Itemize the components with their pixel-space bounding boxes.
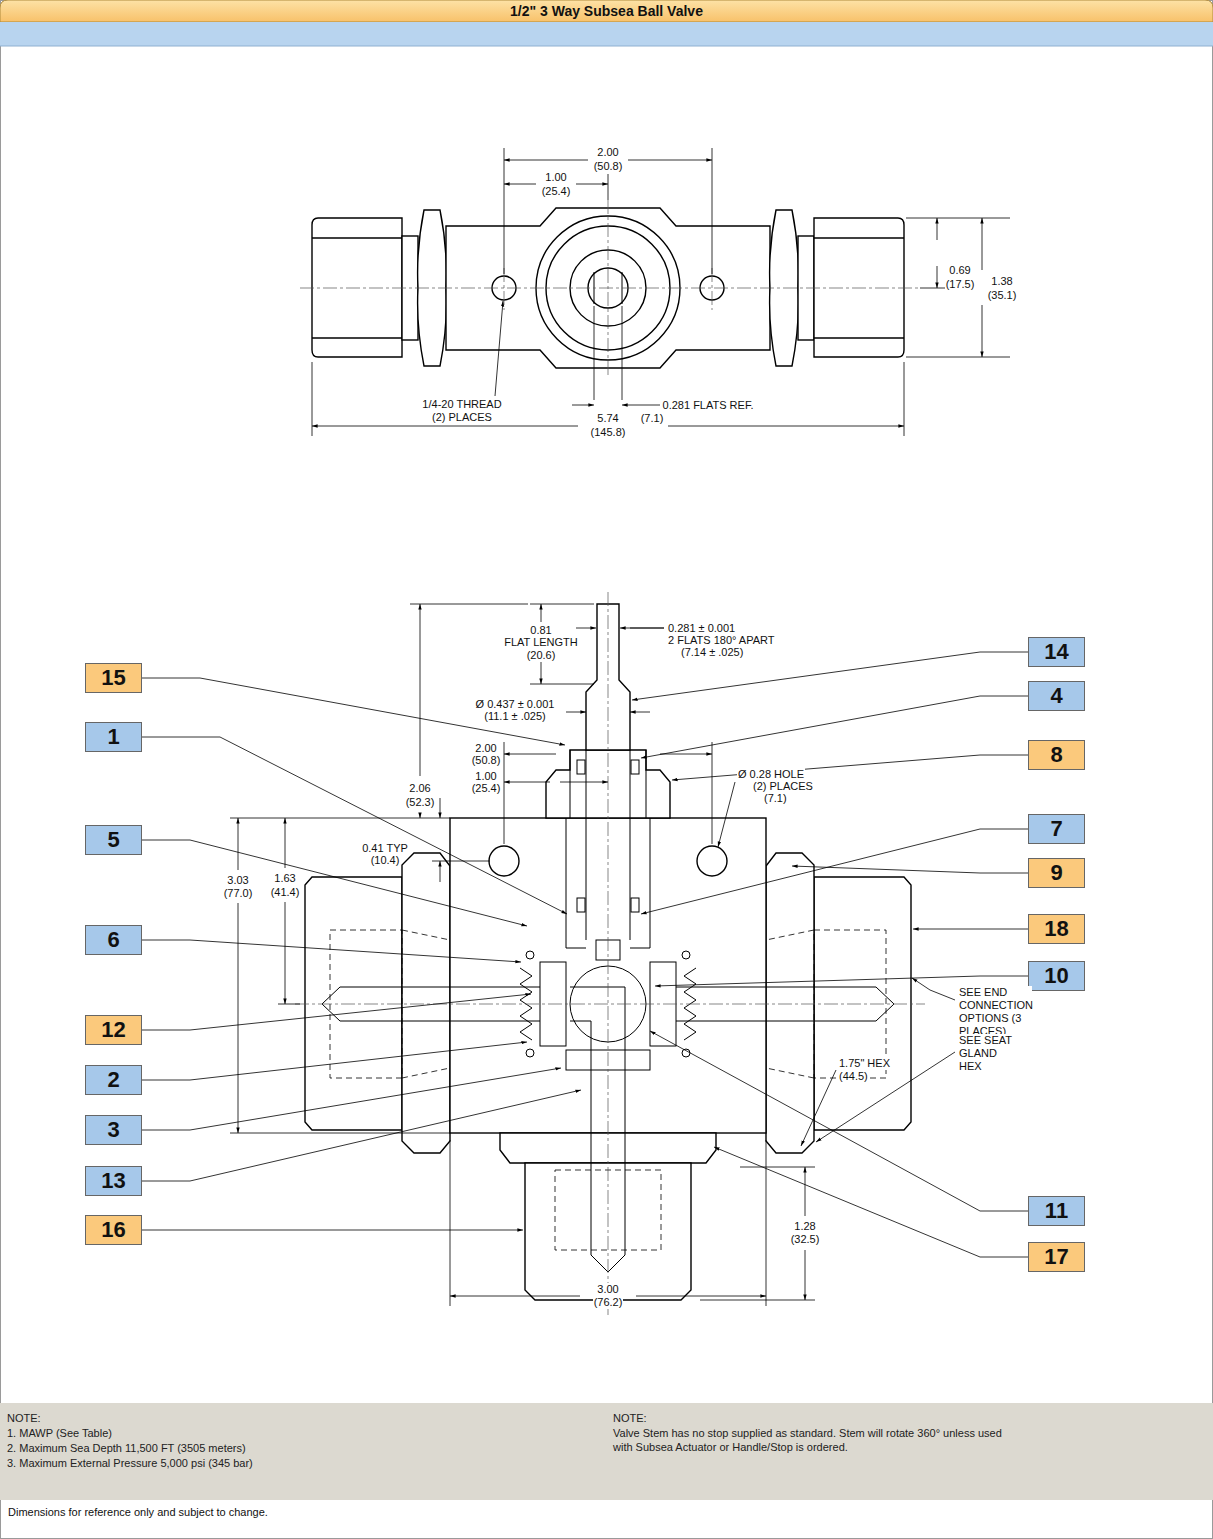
dimension-label: (7.1): [763, 792, 788, 805]
callout-number: 1: [85, 722, 142, 752]
callout-number-text: 18: [1044, 916, 1068, 942]
note-text: Dimensions for reference only and subjec…: [7, 1506, 269, 1519]
dimension-label: (7.14 ± .025): [680, 646, 744, 659]
callout-number-text: 2: [107, 1067, 119, 1093]
dimension-label: 1.75" HEX: [838, 1057, 891, 1070]
dimension-label: 1.63: [273, 872, 296, 885]
callout-number-text: 5: [107, 827, 119, 853]
note-text: Valve Stem has no stop supplied as stand…: [613, 1426, 1003, 1454]
callout-number: 17: [1028, 1242, 1085, 1272]
callout-number-text: 3: [107, 1117, 119, 1143]
dimension-label: (32.5): [790, 1233, 821, 1246]
note-text: 1. MAWP (See Table): [7, 1426, 112, 1440]
dimension-label: 1.00: [544, 171, 567, 184]
callout-number: 3: [85, 1115, 142, 1145]
callout-number-text: 14: [1044, 639, 1068, 665]
callout-number: 8: [1028, 740, 1085, 770]
callout-number-text: 7: [1050, 816, 1062, 842]
callout-number: 10: [1028, 961, 1085, 991]
callout-number: 15: [85, 663, 142, 693]
callout-number-text: 4: [1050, 683, 1062, 709]
dimension-label: 1.38: [990, 275, 1013, 288]
dimension-label: 2.00: [596, 146, 619, 159]
dimension-label: 3.03: [226, 874, 249, 887]
note-text: 3. Maximum External Pressure 5,000 psi (…: [7, 1456, 253, 1470]
callout-number: 13: [85, 1166, 142, 1196]
callout-number-text: 1: [107, 724, 119, 750]
callout-number-text: 12: [101, 1017, 125, 1043]
callout-number-text: 11: [1045, 1198, 1068, 1224]
dimension-label: 3.00: [596, 1283, 619, 1296]
dimension-label: (2) PLACES: [431, 411, 493, 424]
dimension-label: 1/4-20 THREAD: [421, 398, 502, 411]
dimension-label: 5.74: [596, 412, 619, 425]
dimension-label: 0.281 FLATS REF.: [662, 399, 755, 412]
callout-number: 2: [85, 1065, 142, 1095]
callout-number-text: 6: [107, 927, 119, 953]
callout-number: 16: [85, 1215, 142, 1245]
callout-number-text: 16: [101, 1217, 125, 1243]
dimension-label: 1.28: [793, 1220, 816, 1233]
dimension-label: (11.1 ± .025): [483, 710, 546, 723]
callout-number-text: 15: [101, 665, 125, 691]
dimension-label: (41.4): [270, 886, 301, 899]
note-text: NOTE:: [7, 1411, 41, 1425]
callout-number-text: 9: [1050, 860, 1062, 886]
callout-number: 14: [1028, 637, 1085, 667]
callout-number: 9: [1028, 858, 1085, 888]
callout-number-text: 10: [1044, 963, 1068, 989]
notes-band: NOTE:1. MAWP (See Table)2. Maximum Sea D…: [0, 1403, 1213, 1500]
dimension-label: 0.69: [948, 264, 971, 277]
dimension-label: (10.4): [370, 854, 401, 867]
dimension-label: 2.06: [408, 782, 431, 795]
dimension-label: (145.8): [590, 426, 627, 439]
dimension-label: (35.1): [987, 289, 1018, 302]
callout-number: 5: [85, 825, 142, 855]
dimension-label: (25.4): [471, 782, 502, 795]
dimension-label: SEE SEAT GLAND HEX: [958, 1034, 1022, 1073]
callout-number: 4: [1028, 681, 1085, 711]
callout-number: 6: [85, 925, 142, 955]
dimension-label: (17.5): [945, 278, 976, 291]
callout-number-text: 17: [1044, 1244, 1068, 1270]
callout-number-text: 8: [1050, 742, 1062, 768]
dimension-label: (50.8): [471, 754, 502, 767]
dimension-label: (7.1): [640, 412, 665, 425]
callout-number: 11: [1028, 1196, 1085, 1226]
note-text: 2. Maximum Sea Depth 11,500 FT (3505 met…: [7, 1441, 246, 1455]
dimension-label: (20.6): [526, 649, 557, 662]
dimension-label: (44.5): [838, 1070, 869, 1083]
dimension-label: (76.2): [593, 1296, 624, 1309]
callout-number: 18: [1028, 914, 1085, 944]
callout-number-text: 13: [101, 1168, 125, 1194]
title-text: 1/2" 3 Way Subsea Ball Valve: [0, 0, 1213, 22]
note-text: NOTE:: [613, 1411, 647, 1425]
dimension-label: FLAT LENGTH: [503, 636, 579, 649]
dimension-label: (77.0): [223, 887, 254, 900]
dimension-label: SEE END CONNECTION OPTIONS (3 PLACES): [958, 986, 1032, 1038]
dimension-label: (50.8): [593, 160, 624, 173]
dimension-label: (25.4): [541, 185, 572, 198]
dimension-label: (52.3): [405, 796, 436, 809]
callout-number: 7: [1028, 814, 1085, 844]
callout-number: 12: [85, 1015, 142, 1045]
